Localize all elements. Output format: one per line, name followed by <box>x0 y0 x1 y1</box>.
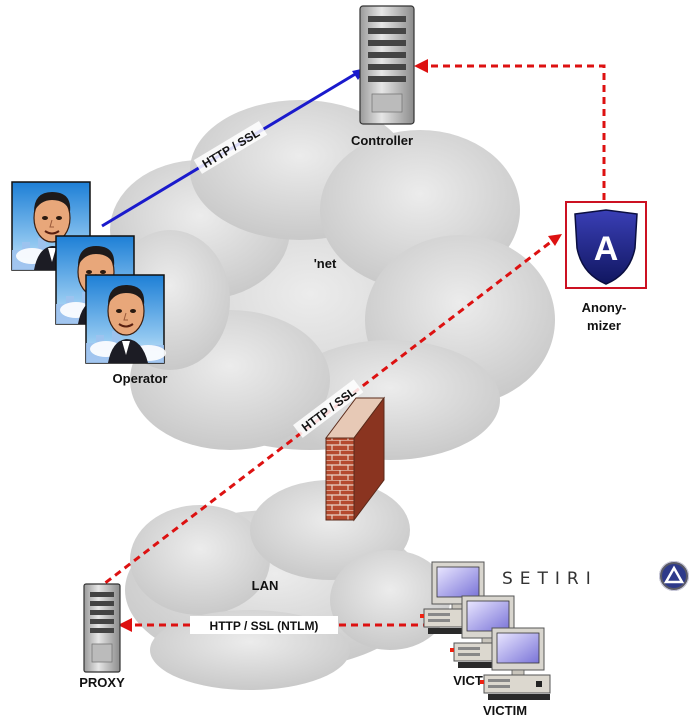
victim-label-front: VICTIM <box>483 703 527 718</box>
lan-cloud <box>125 480 450 690</box>
controller-server-icon <box>359 5 415 125</box>
label-bg <box>190 616 338 634</box>
anonymizer-label-line1: Anony- <box>582 300 627 315</box>
proxy-label: PROXY <box>79 675 125 690</box>
arrowhead-proxy <box>118 618 132 632</box>
operator-label: Operator <box>113 371 168 386</box>
brand-logo-icon <box>659 561 689 591</box>
anonymizer-letter: A <box>594 230 619 268</box>
firewall-icon <box>325 396 385 522</box>
internet-label: 'net <box>314 256 337 271</box>
arrowhead-anonymizer <box>548 234 562 246</box>
proxy-server-icon <box>83 583 121 673</box>
arrowhead-controller-red <box>414 59 428 73</box>
victim-proxy-label: HTTP / SSL (NTLM) <box>210 619 319 633</box>
lan-label: LAN <box>252 578 279 593</box>
anonymizer-shield-icon: A <box>574 209 638 285</box>
anonymizer-label-line2: mizer <box>587 318 621 333</box>
anonymizer-controller-link <box>424 64 606 200</box>
controller-label: Controller <box>351 133 413 148</box>
brand-logo-text: SETIRI <box>502 569 598 589</box>
victim-label-back: VICT <box>453 673 483 688</box>
